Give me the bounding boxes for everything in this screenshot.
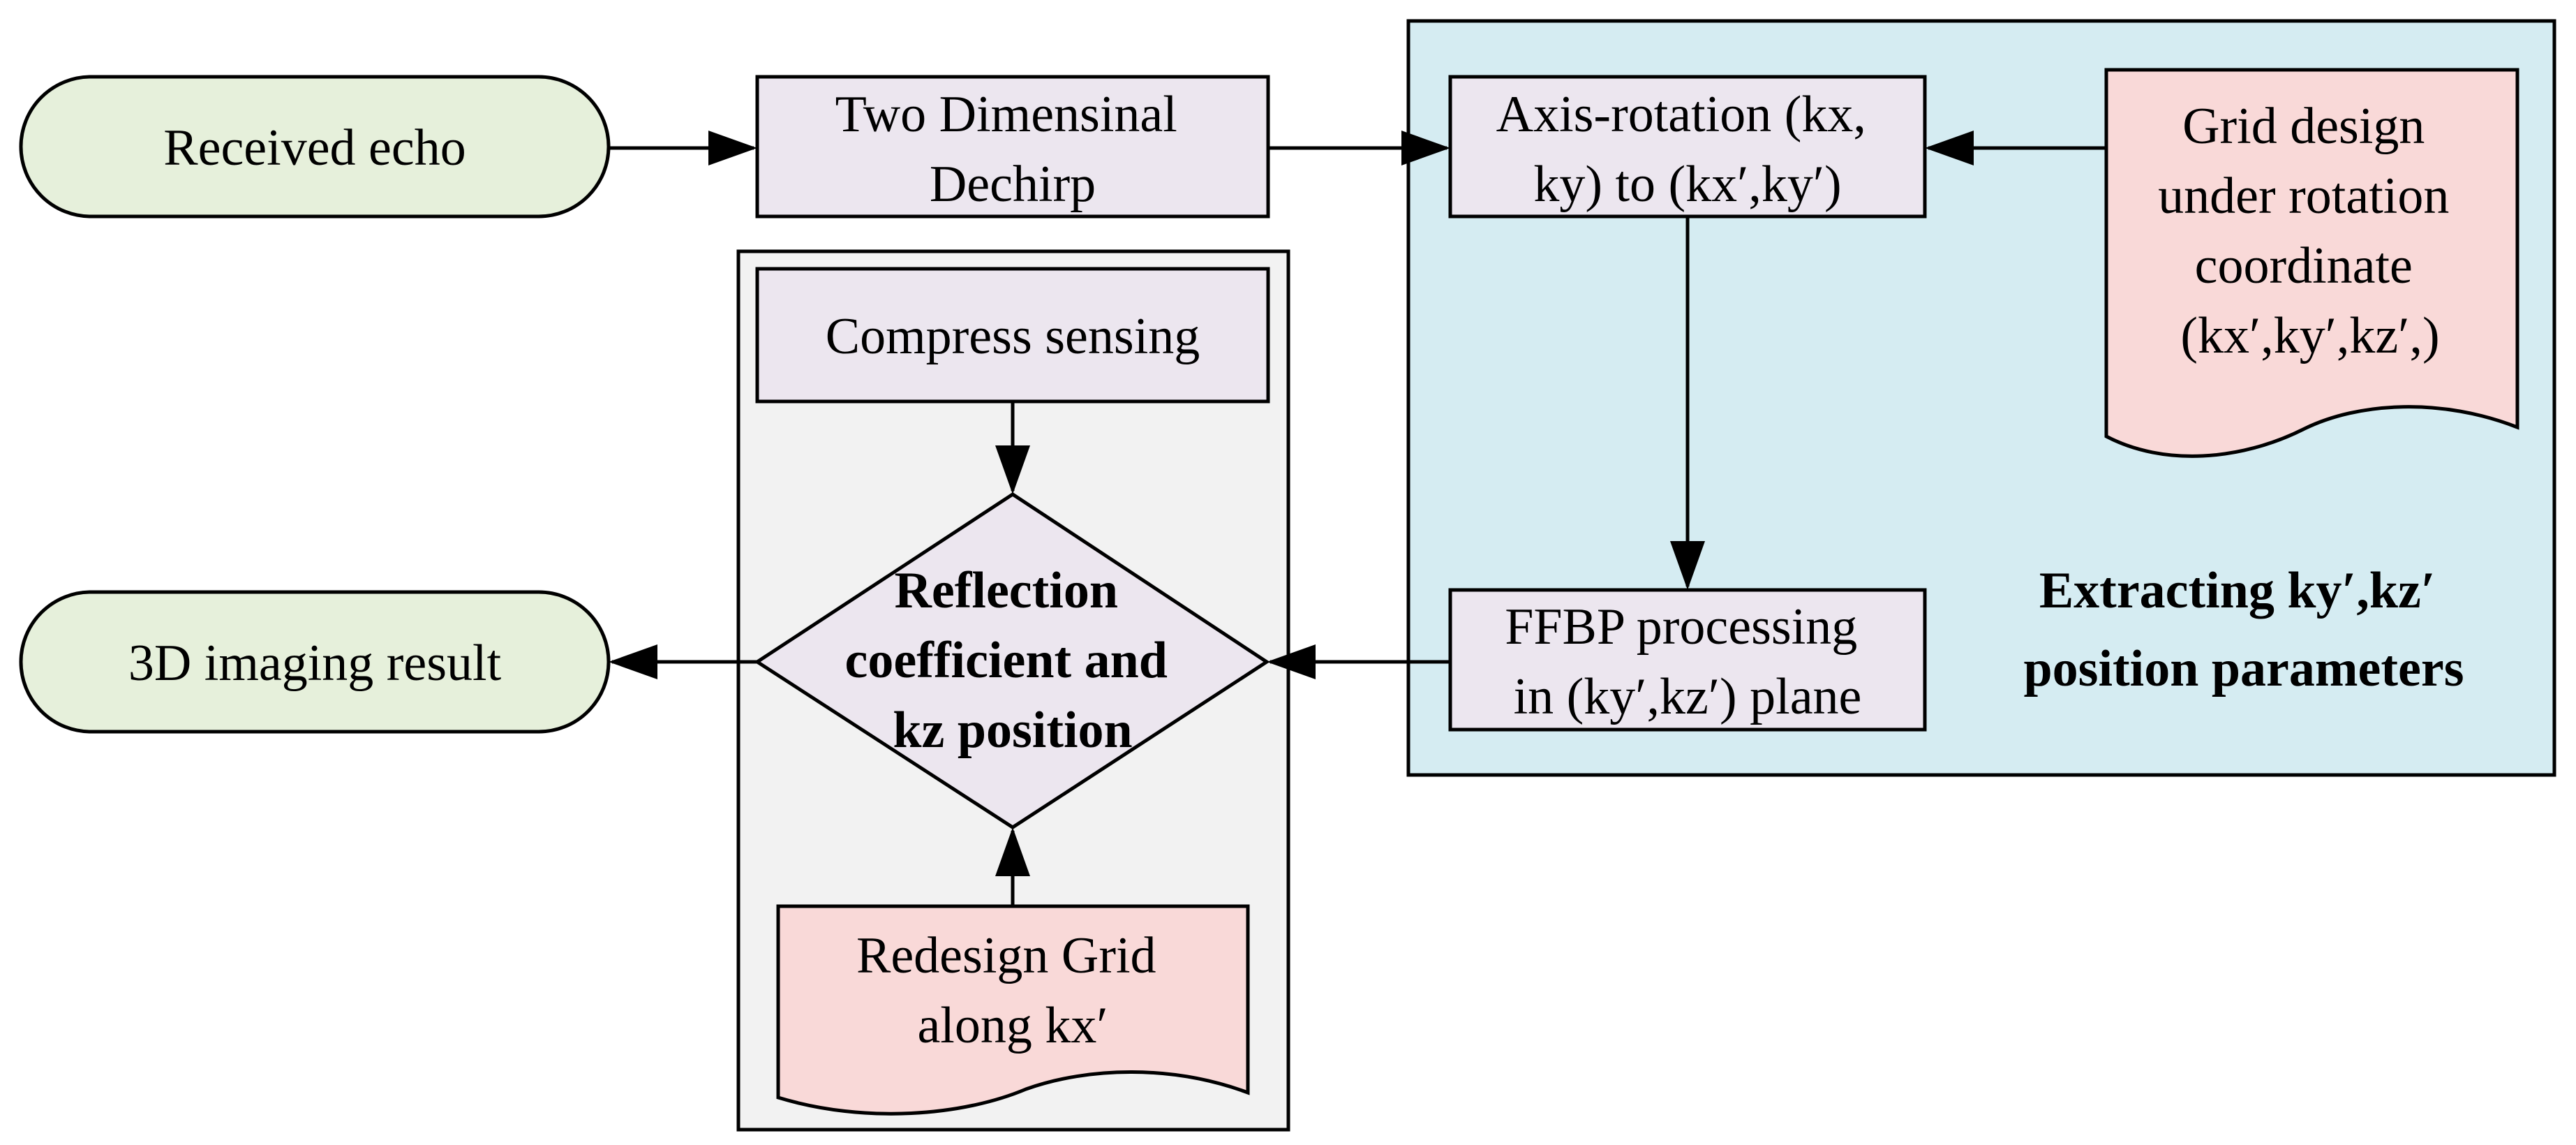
extracting-line-2: position parameters xyxy=(2024,640,2464,697)
compress-sensing-line-1: Compress sensing xyxy=(826,308,1200,365)
redesign-grid-line-1: Redesign Grid xyxy=(856,927,1156,984)
ffbp-label: FFBP processing in (ky′,kz′) plane xyxy=(1505,598,1870,725)
grid-design-line-4: (kx′,ky′,kz′,) xyxy=(2180,307,2439,364)
axis-rotation-label: Axis-rotation (kx, ky) to (kx′,ky′) xyxy=(1496,86,1879,213)
received-echo-line-1: Received echo xyxy=(163,119,466,177)
grid-design-line-2: under rotation xyxy=(2158,168,2449,225)
grid-design-line-1: Grid design xyxy=(2182,98,2425,155)
extracting-line-1: Extracting ky′,kz′ xyxy=(2039,562,2436,619)
grid-design-label: Grid design under rotation coordinate (k… xyxy=(2158,98,2462,364)
received-echo-label: Received echo xyxy=(163,119,466,177)
redesign-grid-line-2: along kx′ xyxy=(917,997,1108,1054)
imaging-result-line-1: 3D imaging result xyxy=(128,635,502,692)
redesign-grid-node xyxy=(776,904,1250,1116)
ffbp-line-1: FFBP processing xyxy=(1505,598,1857,656)
grid-design-node xyxy=(2104,68,2519,458)
ffbp-line-2: in (ky′,kz′) plane xyxy=(1514,668,1862,725)
imaging-result-label: 3D imaging result xyxy=(128,635,502,692)
reflection-line-1: Reflection xyxy=(894,562,1118,619)
compress-sensing-label: Compress sensing xyxy=(826,308,1200,365)
reflection-label: Reflection coefficient and kz position xyxy=(845,562,1181,759)
reflection-line-2: coefficient and xyxy=(845,632,1168,689)
ffbp-node xyxy=(1448,588,1927,732)
reflection-line-3: kz position xyxy=(893,702,1132,759)
compress-sensing-node xyxy=(755,267,1270,404)
extracting-group-label: Extracting ky′,kz′ position parameters xyxy=(2024,562,2464,697)
axis-rotation-line-2: ky) to (kx′,ky′) xyxy=(1533,156,1841,213)
dechirp-line-1: Two Dimensinal xyxy=(835,86,1177,143)
grid-design-line-3: coordinate xyxy=(2195,237,2413,295)
dechirp-node xyxy=(755,75,1270,219)
dechirp-line-2: Dechirp xyxy=(930,156,1096,213)
dechirp-label: Two Dimensinal Dechirp xyxy=(835,86,1191,213)
redesign-grid-label: Redesign Grid along kx′ xyxy=(856,927,1169,1054)
axis-rotation-line-1: Axis-rotation (kx, xyxy=(1496,86,1866,143)
